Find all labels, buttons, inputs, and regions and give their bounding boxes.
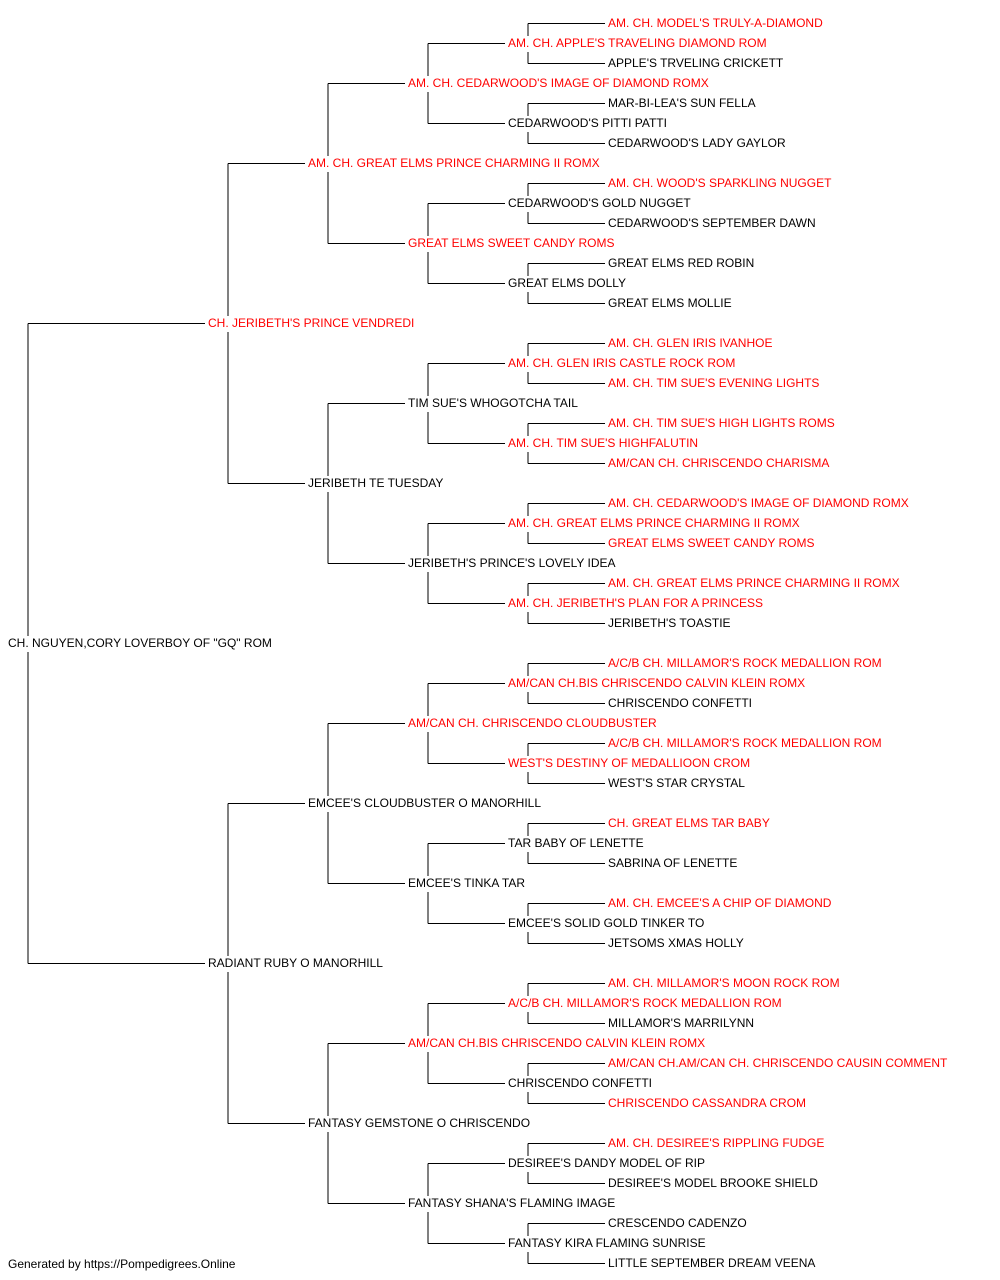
ancestor-gen2-3: FANTASY GEMSTONE O CHRISCENDO	[308, 1116, 531, 1130]
ancestor-gen3-2: TIM SUE'S WHOGOTCHA TAIL	[408, 396, 578, 410]
ancestor-gen4-0: AM. CH. APPLE'S TRAVELING DIAMOND ROM	[508, 36, 767, 50]
ancestor-gen3-3: JERIBETH'S PRINCE'S LOVELY IDEA	[408, 556, 616, 570]
ancestor-gen5-23: JETSOMS XMAS HOLLY	[608, 936, 744, 950]
ancestor-gen5-3: CEDARWOOD'S LADY GAYLOR	[608, 136, 786, 150]
ancestor-gen1-1: RADIANT RUBY O MANORHILL	[208, 956, 383, 970]
footer-credit: Generated by https://Pompedigrees.Online	[8, 1257, 236, 1271]
ancestor-gen5-24: AM. CH. MILLAMOR'S MOON ROCK ROM	[608, 976, 840, 990]
ancestor-gen5-27: CHRISCENDO CASSANDRA CROM	[608, 1096, 807, 1110]
ancestor-gen4-2: CEDARWOOD'S GOLD NUGGET	[508, 196, 691, 210]
ancestor-gen3-4: AM/CAN CH. CHRISCENDO CLOUDBUSTER	[408, 716, 657, 730]
ancestor-gen3-6: AM/CAN CH.BIS CHRISCENDO CALVIN KLEIN RO…	[408, 1036, 706, 1050]
ancestor-gen5-15: JERIBETH'S TOASTIE	[608, 616, 731, 630]
ancestor-gen5-26: AM/CAN CH.AM/CAN CH. CHRISCENDO CAUSIN C…	[608, 1056, 948, 1070]
ancestor-gen5-25: MILLAMOR'S MARRILYNN	[608, 1016, 755, 1030]
ancestor-gen2-1: JERIBETH TE TUESDAY	[308, 476, 444, 490]
ancestor-gen5-17: CHRISCENDO CONFETTI	[608, 696, 752, 710]
ancestor-gen3-1: GREAT ELMS SWEET CANDY ROMS	[408, 236, 615, 250]
ancestor-gen5-4: AM. CH. WOOD'S SPARKLING NUGGET	[608, 176, 832, 190]
ancestor-gen5-18: A/C/B CH. MILLAMOR'S ROCK MEDALLION ROM	[608, 736, 882, 750]
ancestor-gen3-0: AM. CH. CEDARWOOD'S IMAGE OF DIAMOND ROM…	[408, 76, 709, 90]
ancestor-gen5-31: LITTLE SEPTEMBER DREAM VEENA	[608, 1256, 816, 1270]
ancestor-gen4-8: AM/CAN CH.BIS CHRISCENDO CALVIN KLEIN RO…	[508, 676, 806, 690]
ancestor-gen3-5: EMCEE'S TINKA TAR	[408, 876, 525, 890]
subject-name: CH. NGUYEN,CORY LOVERBOY OF "GQ" ROM	[8, 636, 272, 650]
ancestor-gen5-28: AM. CH. DESIREE'S RIPPLING FUDGE	[608, 1136, 825, 1150]
ancestor-gen5-8: AM. CH. GLEN IRIS IVANHOE	[608, 336, 773, 350]
ancestor-gen4-15: FANTASY KIRA FLAMING SUNRISE	[508, 1236, 706, 1250]
ancestor-gen3-7: FANTASY SHANA'S FLAMING IMAGE	[408, 1196, 616, 1210]
ancestor-gen5-1: APPLE'S TRVELING CRICKETT	[608, 56, 784, 70]
ancestor-gen4-3: GREAT ELMS DOLLY	[508, 276, 627, 290]
ancestor-gen5-14: AM. CH. GREAT ELMS PRINCE CHARMING II RO…	[608, 576, 900, 590]
ancestor-gen5-21: SABRINA OF LENETTE	[608, 856, 738, 870]
ancestor-gen5-10: AM. CH. TIM SUE'S HIGH LIGHTS ROMS	[608, 416, 835, 430]
ancestor-gen5-9: AM. CH. TIM SUE'S EVENING LIGHTS	[608, 376, 820, 390]
ancestor-gen4-11: EMCEE'S SOLID GOLD TINKER TO	[508, 916, 705, 930]
ancestor-gen5-22: AM. CH. EMCEE'S A CHIP OF DIAMOND	[608, 896, 832, 910]
ancestor-gen4-13: CHRISCENDO CONFETTI	[508, 1076, 652, 1090]
ancestor-gen4-1: CEDARWOOD'S PITTI PATTI	[508, 116, 667, 130]
ancestor-gen5-0: AM. CH. MODEL'S TRULY-A-DIAMOND	[608, 16, 823, 30]
ancestor-gen2-2: EMCEE'S CLOUDBUSTER O MANORHILL	[308, 796, 541, 810]
ancestor-gen5-20: CH. GREAT ELMS TAR BABY	[608, 816, 770, 830]
ancestor-gen4-14: DESIREE'S DANDY MODEL OF RIP	[508, 1156, 705, 1170]
ancestor-gen4-5: AM. CH. TIM SUE'S HIGHFALUTIN	[508, 436, 699, 450]
ancestor-gen5-13: GREAT ELMS SWEET CANDY ROMS	[608, 536, 815, 550]
ancestor-gen5-2: MAR-BI-LEA'S SUN FELLA	[608, 96, 756, 110]
ancestor-gen4-9: WEST'S DESTINY OF MEDALLIOON CROM	[508, 756, 751, 770]
ancestor-gen5-11: AM/CAN CH. CHRISCENDO CHARISMA	[608, 456, 830, 470]
ancestor-gen5-30: CRESCENDO CADENZO	[608, 1216, 747, 1230]
ancestor-gen5-12: AM. CH. CEDARWOOD'S IMAGE OF DIAMOND ROM…	[608, 496, 909, 510]
ancestor-gen4-10: TAR BABY OF LENETTE	[508, 836, 644, 850]
ancestor-gen1-0: CH. JERIBETH'S PRINCE VENDREDI	[208, 316, 415, 330]
ancestor-gen2-0: AM. CH. GREAT ELMS PRINCE CHARMING II RO…	[308, 156, 600, 170]
ancestor-gen5-16: A/C/B CH. MILLAMOR'S ROCK MEDALLION ROM	[608, 656, 882, 670]
ancestor-gen5-19: WEST'S STAR CRYSTAL	[608, 776, 745, 790]
ancestor-gen5-5: CEDARWOOD'S SEPTEMBER DAWN	[608, 216, 816, 230]
ancestor-gen4-4: AM. CH. GLEN IRIS CASTLE ROCK ROM	[508, 356, 736, 370]
ancestor-gen5-6: GREAT ELMS RED ROBIN	[608, 256, 755, 270]
ancestor-gen5-29: DESIREE'S MODEL BROOKE SHIELD	[608, 1176, 818, 1190]
ancestor-gen4-12: A/C/B CH. MILLAMOR'S ROCK MEDALLION ROM	[508, 996, 782, 1010]
ancestor-gen4-7: AM. CH. JERIBETH'S PLAN FOR A PRINCESS	[508, 596, 764, 610]
ancestor-gen5-7: GREAT ELMS MOLLIE	[608, 296, 732, 310]
ancestor-gen4-6: AM. CH. GREAT ELMS PRINCE CHARMING II RO…	[508, 516, 800, 530]
